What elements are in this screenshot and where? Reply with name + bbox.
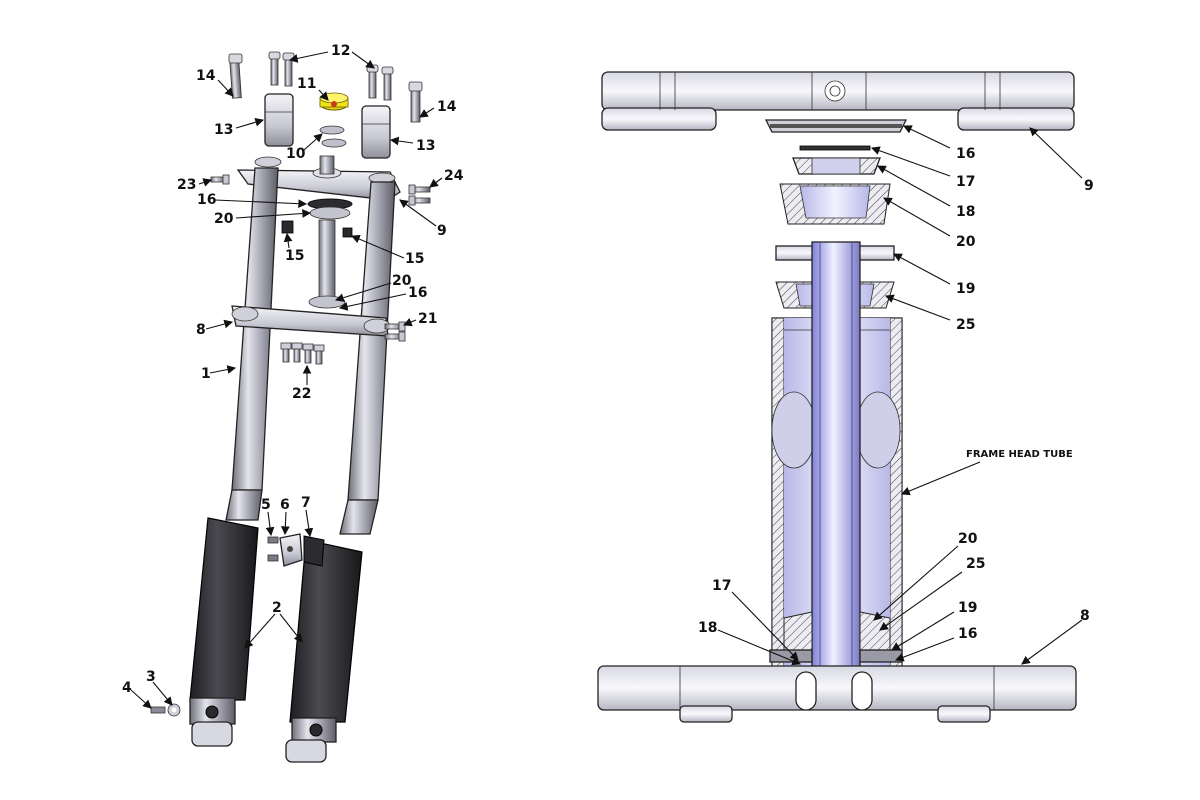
callout-6: 6 bbox=[280, 497, 290, 513]
washers-10 bbox=[319, 125, 347, 148]
callout-5: 5 bbox=[261, 497, 271, 513]
callout-7: 7 bbox=[301, 495, 311, 511]
lower-clamp-section bbox=[597, 665, 1077, 723]
callout-16: 16 bbox=[197, 192, 216, 208]
bolt-14-right bbox=[408, 81, 423, 123]
callout-2: 2 bbox=[272, 600, 282, 616]
lower-triple-clamp bbox=[231, 305, 391, 337]
callout-12: 12 bbox=[331, 43, 350, 59]
left-exploded-view: 14 12 11 14 13 10 13 23 24 16 9 20 15 15… bbox=[122, 43, 464, 763]
part-17-top bbox=[799, 145, 871, 151]
bolts-12 bbox=[268, 51, 394, 101]
callout-19: 19 bbox=[956, 281, 975, 297]
callout-20: 20 bbox=[214, 211, 234, 227]
callout-14: 14 bbox=[437, 99, 457, 115]
callout-25: 25 bbox=[956, 317, 975, 333]
top-clamp-section bbox=[601, 71, 1075, 131]
parts-5-6-7 bbox=[267, 533, 325, 567]
callout-13: 13 bbox=[214, 122, 233, 138]
steering-stem bbox=[308, 219, 346, 309]
bolts-22 bbox=[280, 342, 325, 365]
bolts-24 bbox=[408, 184, 431, 206]
callout-23: 23 bbox=[177, 177, 196, 193]
right-leaders bbox=[717, 125, 1083, 666]
callout-18: 18 bbox=[698, 620, 717, 636]
parts-3-4 bbox=[150, 703, 181, 717]
callout-25: 25 bbox=[966, 556, 985, 572]
callout-14: 14 bbox=[196, 68, 216, 84]
callout-frame-head-tube: FRAME HEAD TUBE bbox=[966, 449, 1073, 460]
part-18-top bbox=[792, 157, 881, 175]
callout-20: 20 bbox=[958, 531, 978, 547]
callout-15: 15 bbox=[285, 248, 304, 264]
steering-stem-section bbox=[811, 241, 861, 673]
callout-20: 20 bbox=[956, 234, 976, 250]
callout-8: 8 bbox=[1080, 608, 1090, 624]
callout-8: 8 bbox=[196, 322, 206, 338]
callout-11: 11 bbox=[297, 76, 316, 92]
callout-17: 17 bbox=[712, 578, 731, 594]
callout-3: 3 bbox=[146, 669, 156, 685]
callout-22: 22 bbox=[292, 386, 311, 402]
bolt-15 bbox=[281, 220, 353, 238]
right-section-view: 16 9 17 18 20 19 25 FRAME HEAD TUBE 20 2… bbox=[597, 71, 1094, 723]
callout-19: 19 bbox=[958, 600, 977, 616]
callout-20: 20 bbox=[392, 273, 412, 289]
slider-left bbox=[189, 517, 259, 747]
callout-10: 10 bbox=[286, 146, 306, 162]
fork-tube-left bbox=[225, 167, 279, 521]
callout-4: 4 bbox=[122, 680, 132, 696]
callout-24: 24 bbox=[444, 168, 464, 184]
left-callouts: 14 12 11 14 13 10 13 23 24 16 9 20 15 15… bbox=[122, 43, 464, 696]
callout-1: 1 bbox=[201, 366, 211, 382]
callout-13: 13 bbox=[416, 138, 435, 154]
riser-clamp-right bbox=[361, 105, 391, 159]
bolt-14-left bbox=[228, 53, 243, 99]
callout-17: 17 bbox=[956, 174, 975, 190]
bearing-20-top bbox=[779, 183, 891, 225]
callout-9: 9 bbox=[437, 223, 447, 239]
riser-clamp-left bbox=[264, 93, 294, 147]
callout-18: 18 bbox=[956, 204, 975, 220]
bolt-23 bbox=[210, 174, 230, 185]
callout-16: 16 bbox=[956, 146, 975, 162]
left-leaders bbox=[130, 51, 443, 709]
callout-15: 15 bbox=[405, 251, 424, 267]
right-callouts: 16 9 17 18 20 19 25 FRAME HEAD TUBE 20 2… bbox=[698, 146, 1094, 642]
callout-21: 21 bbox=[418, 311, 437, 327]
slider-right bbox=[285, 539, 363, 763]
bolts-21 bbox=[384, 321, 406, 342]
seal-16-top bbox=[764, 119, 908, 133]
fork-tube-right bbox=[339, 181, 396, 535]
upper-seal-bearing bbox=[307, 198, 353, 220]
callout-16: 16 bbox=[408, 285, 427, 301]
callout-9: 9 bbox=[1084, 178, 1094, 194]
callout-16: 16 bbox=[958, 626, 977, 642]
lower-bearing-stack bbox=[769, 611, 903, 663]
